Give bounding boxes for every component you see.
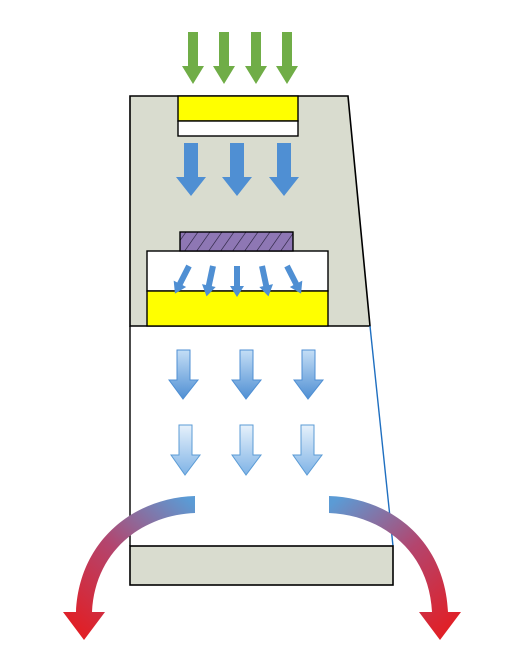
downflow-arrow — [222, 143, 252, 196]
fan-arrow — [259, 265, 274, 297]
fan-arrows — [173, 264, 303, 297]
work-zone-arrows-row2 — [170, 424, 323, 476]
fan-arrow — [201, 265, 216, 297]
work-zone-arrow — [170, 424, 201, 476]
cabinet-downflow-arrows — [176, 143, 299, 196]
fan-arrow — [284, 264, 303, 294]
work-surface — [129, 545, 394, 586]
downflow-arrow — [269, 143, 299, 196]
fan-arrow — [173, 264, 192, 294]
supply-hepa-filter — [146, 290, 329, 327]
work-zone-arrow — [168, 349, 200, 400]
downflow-arrow — [176, 143, 206, 196]
intake-arrow — [245, 32, 267, 84]
intake-arrow — [182, 32, 204, 84]
exhaust-arrow-left — [63, 496, 195, 640]
exhaust-filter-frame — [177, 120, 299, 137]
work-zone-arrows-row1 — [168, 349, 325, 400]
intake-arrow — [213, 32, 235, 84]
pre-filter — [179, 231, 294, 252]
intake-arrows — [182, 32, 298, 84]
work-zone-arrow — [292, 424, 323, 476]
exhaust-hepa-filter — [177, 95, 299, 122]
sash-side-line — [369, 325, 394, 547]
fan-arrow — [230, 266, 244, 297]
work-zone-arrow — [293, 349, 325, 400]
intake-arrow — [276, 32, 298, 84]
work-zone-arrow — [231, 349, 263, 400]
exhaust-arrow-right — [329, 496, 461, 640]
work-zone-arrow — [231, 424, 262, 476]
